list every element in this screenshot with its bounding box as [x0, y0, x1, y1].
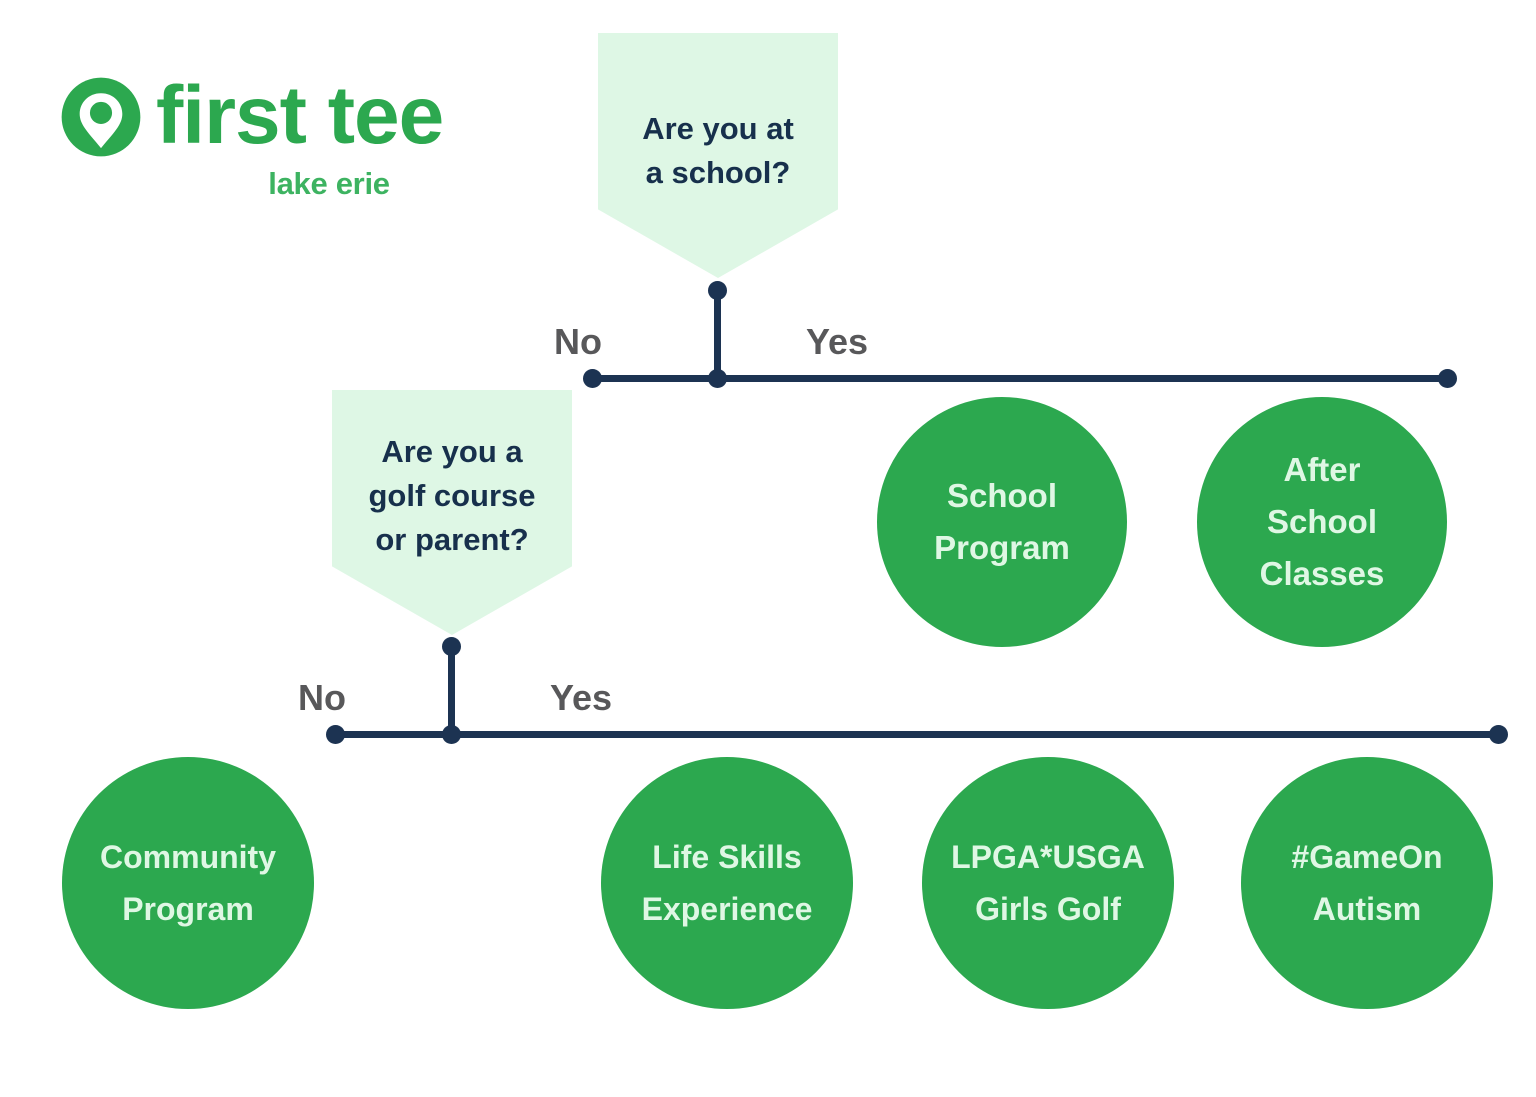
outcome-circle-community-program[interactable]: Community Program: [62, 757, 314, 1009]
branch-label-no-row1: No: [554, 321, 602, 362]
connector-dot-row2-right: [1489, 725, 1508, 744]
connector-dot-row2-left: [326, 725, 345, 744]
connector-vertical-q1: [714, 289, 721, 379]
branch-label-yes-row1: Yes: [806, 321, 869, 362]
connector-horizontal-row1: [586, 375, 1448, 382]
branch-label-no-row2: No: [298, 677, 346, 718]
branch-label-yes-row2: Yes: [550, 677, 613, 718]
outcome-label: After School Classes: [1259, 451, 1385, 592]
decision-node-are-you-a-golf-course-or-parent: Are you a golf course or parent?: [332, 390, 572, 635]
connector-horizontal-row2: [332, 731, 1498, 738]
decision-label: Are you at a school?: [642, 111, 794, 190]
decision-label: Are you a golf course or parent?: [368, 434, 536, 557]
outcome-label: Community Program: [100, 839, 276, 927]
connector-dot-row1-left: [583, 369, 602, 388]
connector-dot-row2-junction: [442, 725, 461, 744]
connector-vertical-q2: [448, 645, 455, 736]
connector-dot-row1-right: [1438, 369, 1457, 388]
outcome-circle-gameon-autism[interactable]: #GameOn Autism: [1241, 757, 1493, 1009]
decision-node-are-you-at-a-school: Are you at a school?: [598, 33, 838, 278]
location-pin-circle-icon: [61, 77, 141, 157]
outcome-label: School Program: [934, 477, 1070, 566]
outcome-circle-lpga-usga-girls-golf[interactable]: LPGA*USGA Girls Golf: [922, 757, 1174, 1009]
outcome-label: Life Skills Experience: [641, 839, 813, 927]
outcome-label: #GameOn Autism: [1291, 839, 1443, 927]
outcome-circle-school-program[interactable]: School Program: [877, 397, 1127, 647]
brand-chapter: lake erie: [268, 166, 390, 201]
brand-logo: first tee lake erie: [60, 72, 490, 202]
brand-wordmark: first tee: [156, 70, 444, 161]
connector-dot-row1-junction: [708, 369, 727, 388]
outcome-circle-after-school-classes[interactable]: After School Classes: [1197, 397, 1447, 647]
outcome-circle-life-skills-experience[interactable]: Life Skills Experience: [601, 757, 853, 1009]
outcome-label: LPGA*USGA Girls Golf: [951, 839, 1145, 927]
